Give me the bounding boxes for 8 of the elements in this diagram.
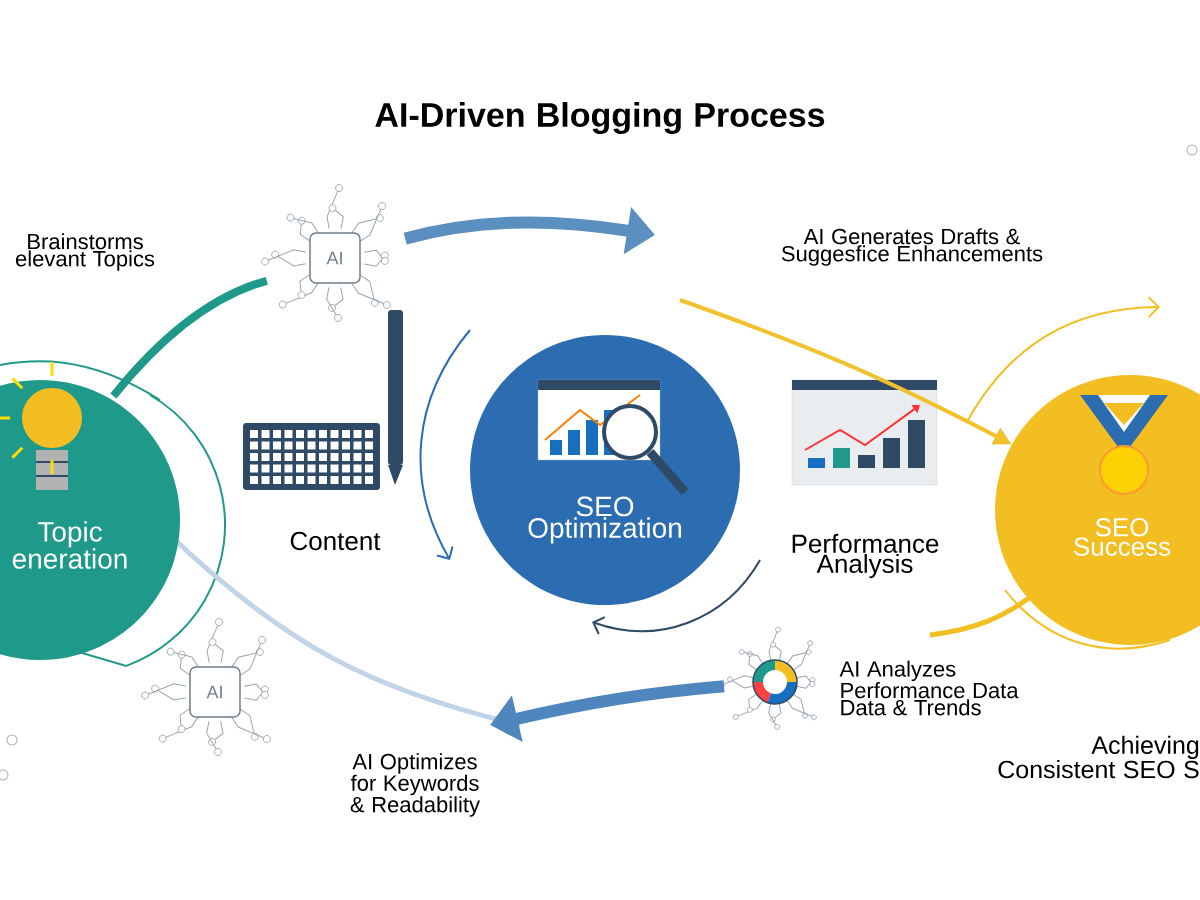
step-description: AI Optimizes for Keywords & Readability <box>350 753 480 817</box>
step-label: Performance Analysis <box>792 533 939 579</box>
step-description: Achieving Consistent SEO S <box>998 735 1199 779</box>
step-description: Brainstorms elevant Topics <box>16 233 155 271</box>
step-description: AI Generates Drafts & Suggesfice Enhancements <box>781 228 1043 266</box>
title: AI-Driven Blogging Process <box>375 102 825 134</box>
step-label: Content <box>290 531 381 551</box>
node-caption: AI Analyzes Performance Data Data & Trends <box>839 660 1019 716</box>
